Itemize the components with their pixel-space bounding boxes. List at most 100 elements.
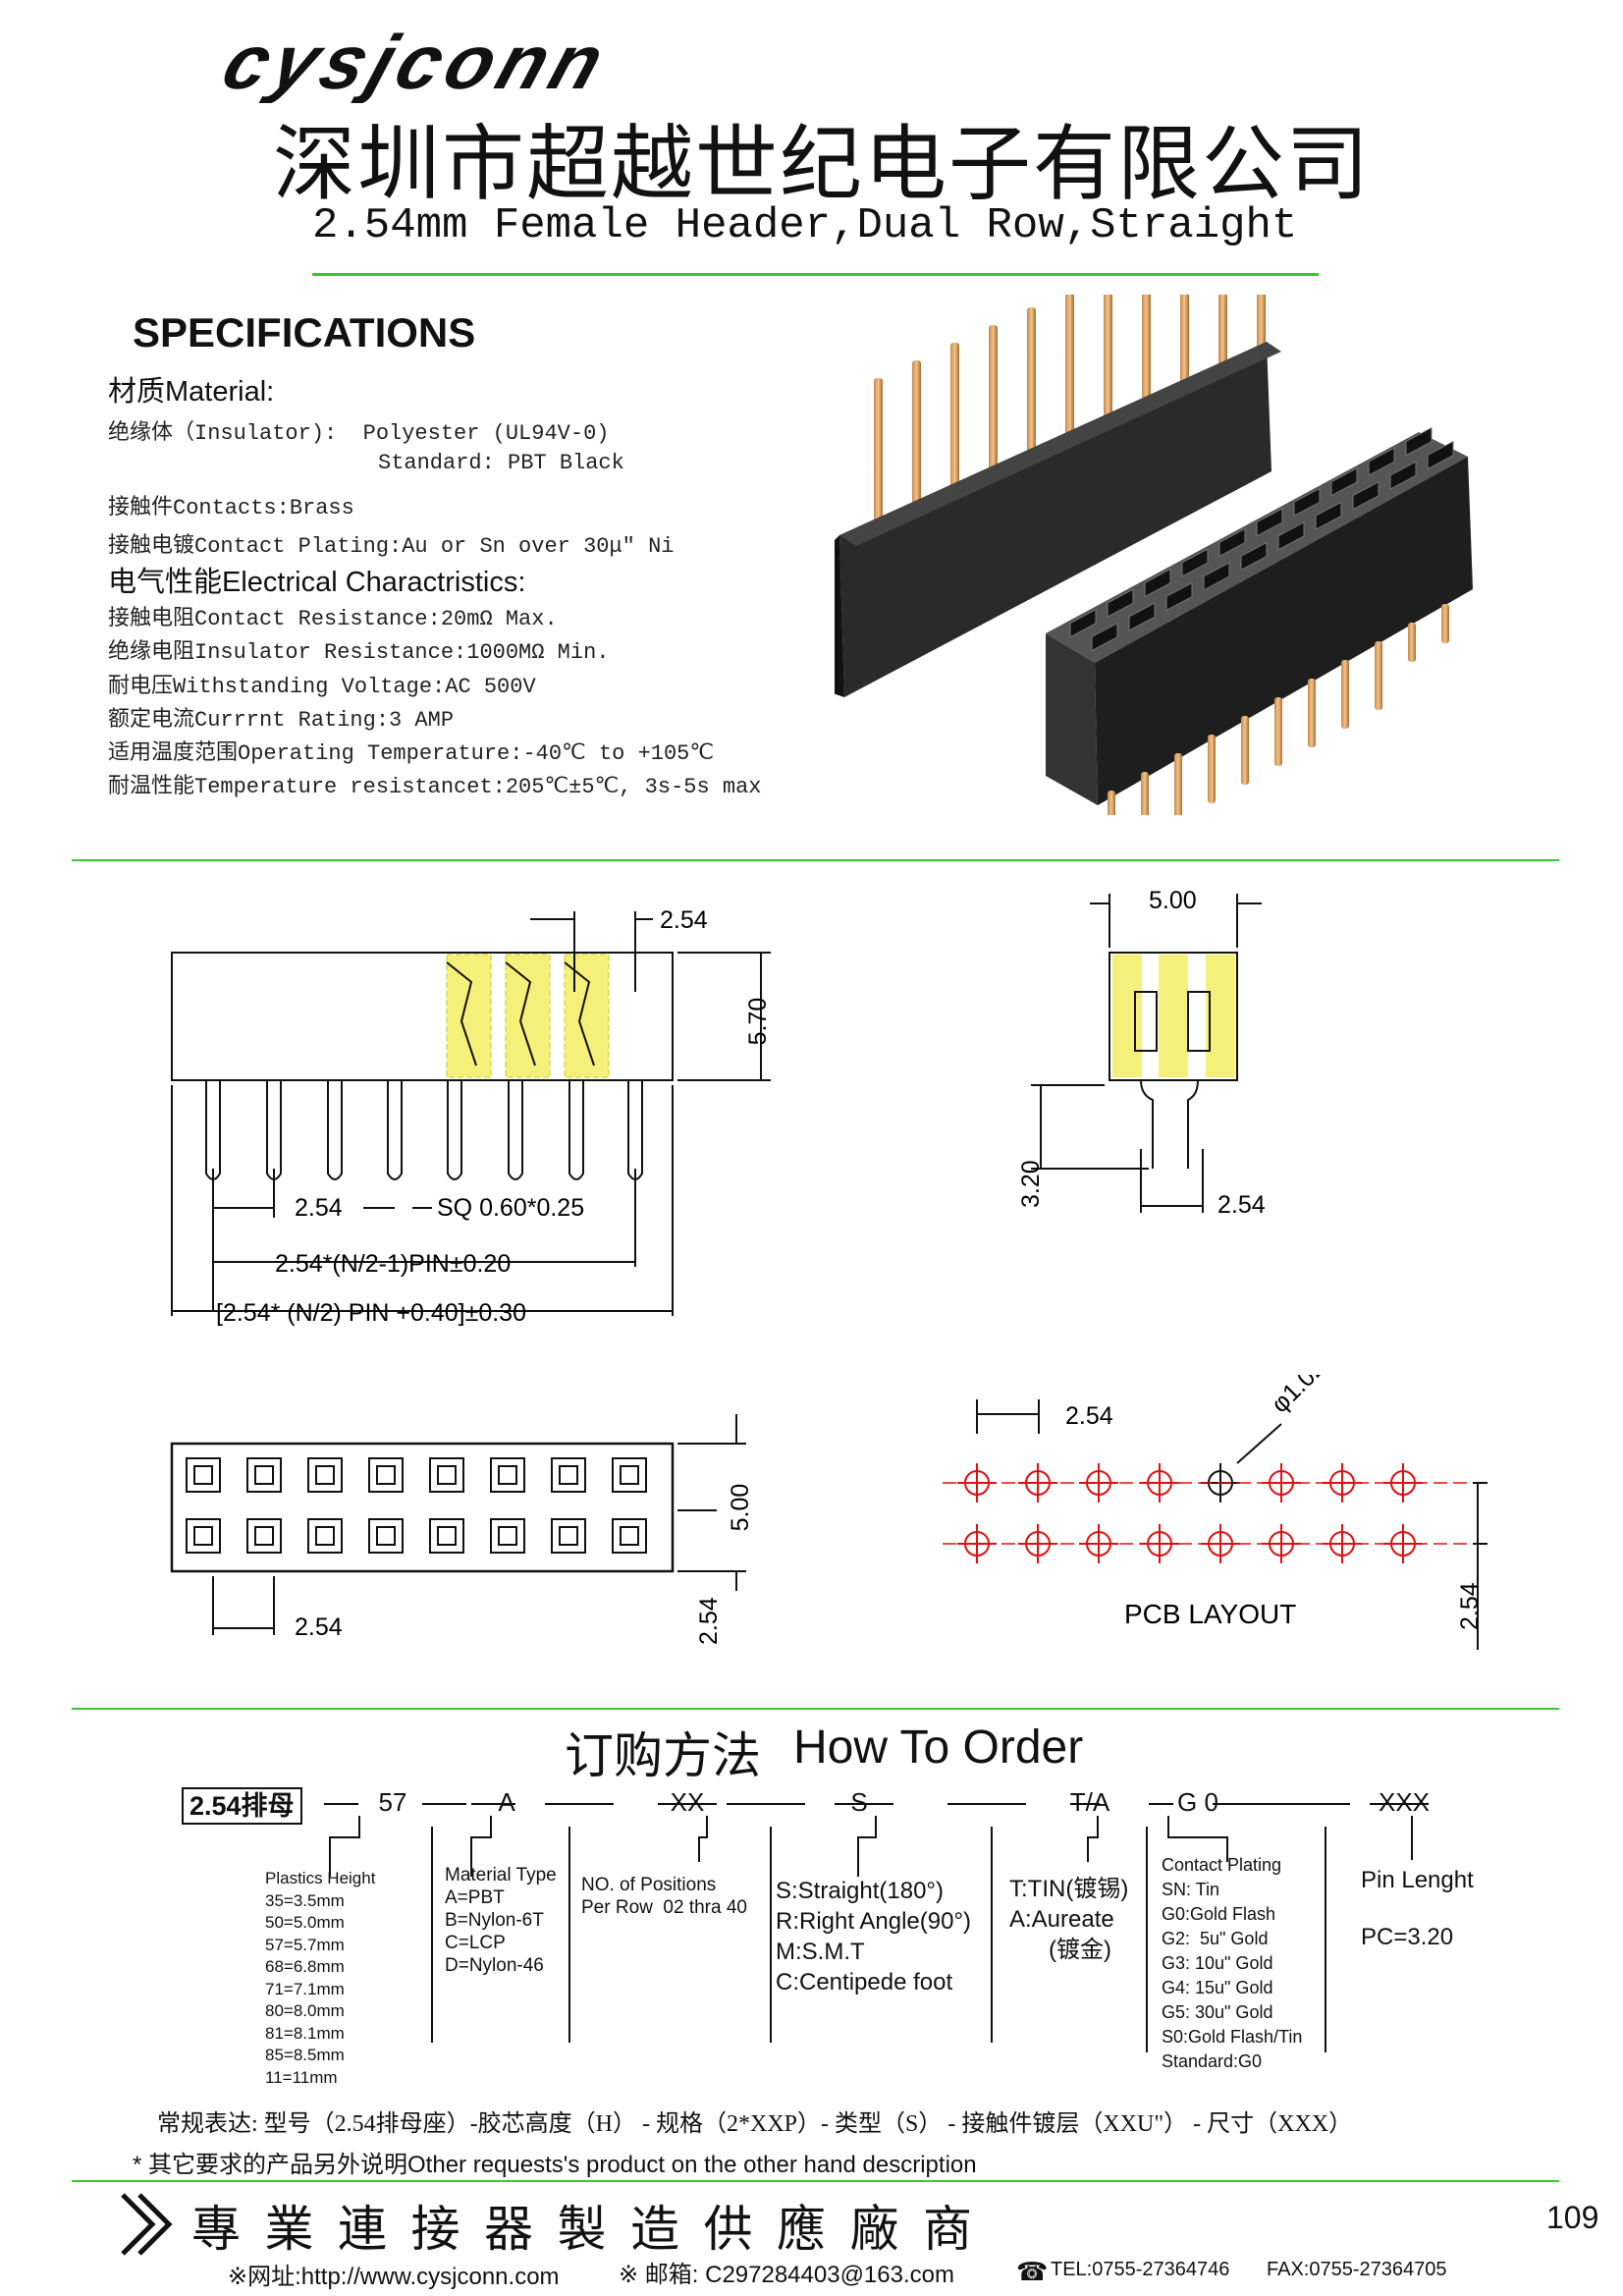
contact-pin	[1218, 219, 1227, 366]
socket-hole	[612, 1457, 647, 1493]
type-list: S:Straight(180°) R:Right Angle(90°) M:S.…	[776, 1878, 972, 1995]
contact-pin	[912, 360, 921, 508]
tail-pin	[1108, 791, 1115, 859]
contact-pin	[1104, 272, 1112, 419]
spec-standard: Standard: PBT Black	[378, 451, 624, 475]
divider-2	[72, 1708, 1559, 1710]
material-type-list: Material Type A=PBT B=Nylon-6T C=LCP D=N…	[445, 1865, 557, 1976]
formula-2: [2.54* (N/2) PIN +0.40]±0.30	[216, 1299, 526, 1327]
socket-hole	[429, 1518, 464, 1554]
title-underline	[312, 273, 1319, 276]
order-note-1: 常规表达: 型号（2.54排母座）-胶芯高度（H） - 规格（2*XXP）- 类…	[157, 2111, 1353, 2137]
socket-hole	[307, 1518, 343, 1554]
tail-pin	[1341, 660, 1349, 729]
footer-email: ※ 邮箱: C297284403@163.com	[619, 2262, 954, 2288]
socket-hole	[368, 1457, 404, 1493]
socket-hole	[551, 1457, 586, 1493]
tail-label: 3.20	[1017, 1160, 1045, 1208]
socket-hole	[246, 1518, 282, 1554]
footer-fax: FAX:0755-27364705	[1267, 2259, 1447, 2280]
socket-hole	[186, 1457, 221, 1493]
spec-resistance: 接触电阻Contact Resistance:20mΩ Max.	[108, 607, 558, 631]
socket-hole	[490, 1518, 525, 1554]
contact-pin	[1180, 237, 1189, 384]
order-heading-cn: 订购方法	[565, 1728, 761, 1783]
spec-voltage: 耐电压Withstanding Voltage:AC 500V	[108, 675, 536, 699]
phone-icon: ☎	[1016, 2257, 1049, 2286]
spec-current: 额定电流Currrnt Rating:3 AMP	[108, 708, 455, 733]
tail-pin	[1308, 679, 1316, 747]
socket-opening	[1181, 548, 1209, 577]
socket-opening	[1107, 588, 1134, 618]
socket-opening	[1240, 541, 1268, 572]
order-heading-en: How To Order	[793, 1722, 1084, 1774]
pitch-label-top: 2.54	[660, 906, 708, 934]
tail-pin	[1174, 753, 1182, 822]
pcb-pitch-side: 2.54	[1456, 1582, 1484, 1630]
side-drawing: 2.54 5.70 2.54 SQ 0.60*0.25 2.54*(N/2-1)…	[147, 874, 795, 1336]
hole-diameter-label: φ1.02	[1266, 1375, 1330, 1418]
product-photo	[833, 201, 1492, 859]
footer-slogan: 專 業 連 接 器 製 造 供 應 廠 商	[191, 2202, 978, 2257]
socket-opening	[1315, 501, 1342, 530]
socket-opening	[1091, 622, 1118, 652]
divider-1	[72, 859, 1559, 861]
part-prefix-box: 2.54排母	[182, 1787, 302, 1825]
contact-pin	[874, 378, 883, 525]
socket-opening	[1389, 461, 1417, 490]
spec-insulator: 绝缘体（Insulator): Polyester (UL94V-0)	[108, 421, 610, 446]
socket-hole	[551, 1518, 586, 1554]
width-label: 5.00	[1149, 887, 1197, 914]
tail-pin	[1375, 641, 1382, 710]
socket-hole	[612, 1518, 647, 1554]
socket-hole	[186, 1518, 221, 1554]
tail-pin	[1441, 604, 1449, 643]
socket-opening	[1069, 608, 1097, 638]
code-material: A	[498, 1787, 515, 1817]
socket-opening	[1128, 602, 1156, 631]
material-heading: 材质Material:	[108, 376, 275, 408]
chevron-icon	[118, 2190, 187, 2264]
pitch-label-end: 2.54	[1217, 1191, 1266, 1219]
pcb-layout-drawing: 2.54 φ1.02 PCB LAYOUT 2.54	[943, 1354, 1512, 1650]
spec-insulation: 绝缘电阻Insulator Resistance:1000MΩ Min.	[108, 640, 610, 665]
spec-temperature: 适用温度范围Operating Temperature:-40℃ to +105…	[108, 741, 715, 766]
socket-opening	[1368, 447, 1395, 476]
positions-info: NO. of Positions Per Row 02 thra 40	[581, 1875, 747, 1918]
plating-list: Contact Plating SN: Tin G0:Gold Flash G2…	[1162, 1855, 1303, 2071]
specs-heading: SPECIFICATIONS	[133, 309, 476, 355]
footer-web: ※网址:http://www.cysjconn.com	[228, 2264, 560, 2290]
socket-opening	[1256, 508, 1283, 537]
socket-opening	[1293, 487, 1321, 517]
socket-hole	[368, 1518, 404, 1554]
tail-pin	[1274, 697, 1282, 766]
socket-hole	[490, 1457, 525, 1493]
pin-size-label: SQ 0.60*0.25	[437, 1194, 584, 1222]
code-tin: T/A	[1069, 1787, 1110, 1817]
company-name: 深圳市超越世纪电子有限公司	[273, 120, 1372, 211]
spec-plating: 接触电镀Contact Plating:Au or Sn over 30μ″ N…	[108, 534, 675, 559]
pitch-label-bottom: 2.54	[295, 1194, 343, 1222]
contact-pin	[989, 325, 998, 472]
code-positions: XX	[670, 1787, 705, 1817]
socket-hole	[429, 1457, 464, 1493]
tail-pin	[1241, 716, 1249, 785]
contact-pin	[1027, 307, 1036, 455]
pcb-pitch-label: 2.54	[1065, 1402, 1113, 1430]
socket-hole	[307, 1457, 343, 1493]
top-view-drawing: 5.00 2.54 2.54	[147, 1404, 756, 1650]
divider-3	[72, 2180, 1559, 2182]
spec-contacts: 接触件Contacts:Brass	[108, 496, 354, 520]
socket-hole	[246, 1457, 282, 1493]
footer-tel: TEL:0755-27364746	[1051, 2259, 1230, 2280]
pitch-label-top-view: 2.54	[295, 1613, 343, 1641]
order-diagram-lines	[324, 1803, 1429, 2052]
code-pin: XXX	[1378, 1787, 1431, 1817]
tail-pin	[1208, 735, 1216, 803]
spec-temp-resist: 耐温性能Temperature resistancet:205℃±5℃, 3s-…	[108, 775, 762, 799]
tail-pin	[1141, 772, 1149, 841]
socket-opening	[1218, 527, 1246, 558]
electrical-heading: 电气性能Electrical Charactristics:	[108, 567, 526, 598]
code-plating: G 0	[1177, 1787, 1218, 1817]
contact-pin	[950, 343, 959, 490]
